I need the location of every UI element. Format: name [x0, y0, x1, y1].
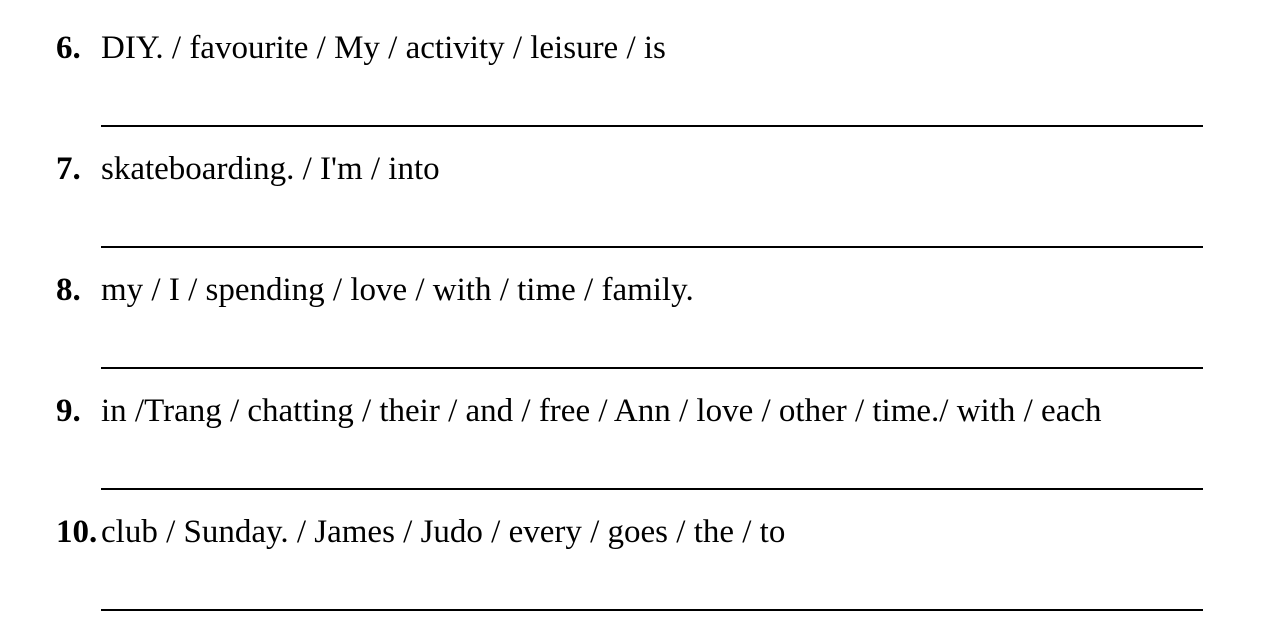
question-words: my / I / spending / love / with / time /…	[101, 272, 694, 308]
question-item-10: 10. club / Sunday. / James / Judo / ever…	[0, 512, 1261, 633]
question-words: club / Sunday. / James / Judo / every / …	[101, 514, 786, 550]
question-item-7: 7. skateboarding. / I'm / into	[0, 149, 1261, 270]
question-words: DIY. / favourite / My / activity / leisu…	[101, 30, 666, 66]
question-words: in /Trang / chatting / their / and / fre…	[101, 393, 1102, 429]
question-number: 9.	[56, 393, 81, 429]
answer-line[interactable]	[101, 488, 1203, 490]
question-number: 8.	[56, 272, 81, 308]
question-item-8: 8. my / I / spending / love / with / tim…	[0, 270, 1261, 391]
answer-line[interactable]	[101, 367, 1203, 369]
question-number: 10.	[56, 514, 98, 550]
answer-line[interactable]	[101, 609, 1203, 611]
answer-line[interactable]	[101, 246, 1203, 248]
question-number: 6.	[56, 30, 81, 66]
question-words: skateboarding. / I'm / into	[101, 151, 440, 187]
answer-line[interactable]	[101, 125, 1203, 127]
question-item-9: 9. in /Trang / chatting / their / and / …	[0, 391, 1261, 512]
question-number: 7.	[56, 151, 81, 187]
question-item-6: 6. DIY. / favourite / My / activity / le…	[0, 28, 1261, 149]
